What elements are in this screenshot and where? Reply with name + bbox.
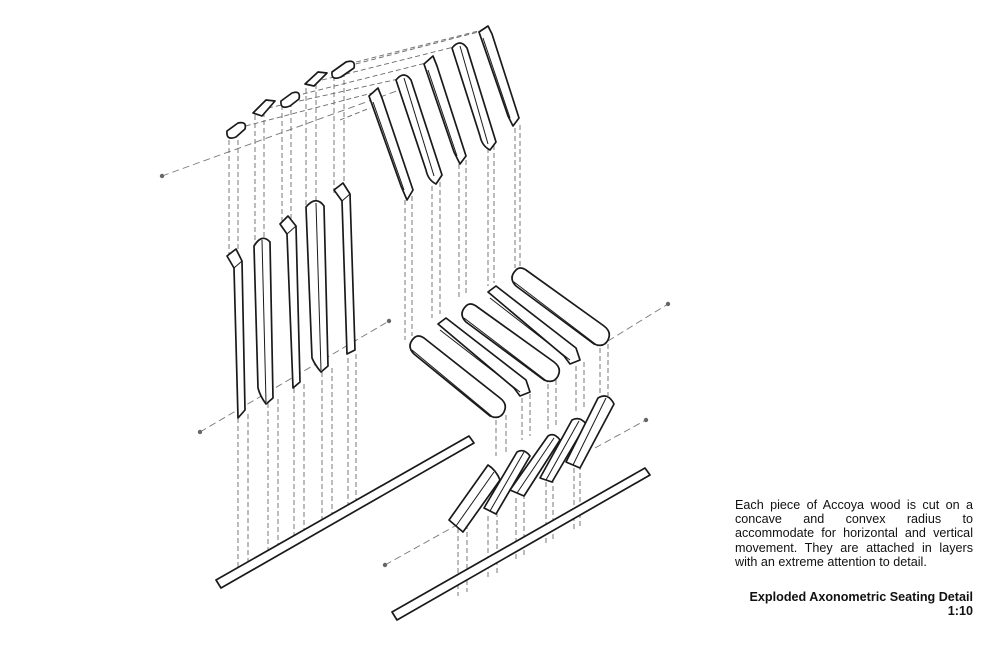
seat-slat [511,267,611,347]
axis-lines [159,87,671,568]
seat-slat [409,335,507,419]
caption-block: Each piece of Accoya wood is cut on a co… [735,498,973,618]
back-slats-left [226,182,356,419]
projection-lines-right [404,125,609,596]
backrest-slat [395,74,443,185]
connector-blocks [226,60,356,139]
connector-block [331,60,356,80]
drawing-title: Exploded Axonometric Seating Detail [749,590,973,605]
connector-block [304,71,328,87]
backrest-slat [478,25,520,127]
backrest-slat [451,42,497,151]
backrest-slat [423,55,467,165]
back-slat [253,237,274,405]
front-piece [483,449,531,515]
front-piece [565,395,615,469]
front-curved-pieces [448,395,615,533]
seat-slats [409,267,611,419]
back-slat [279,215,301,389]
connector-block [252,99,276,117]
projection-lines-left [228,27,491,570]
seat-slat [461,303,561,383]
base-rail-left [215,435,475,589]
seat-slat [437,317,531,397]
back-slat [333,182,356,355]
drawing-scale: 1:10 [947,604,973,619]
seat-slat [487,285,581,365]
base-rails [215,435,651,621]
backrest-slat [368,87,414,201]
connector-block [226,121,247,139]
back-slat [305,199,329,373]
backrest-slats [368,25,520,201]
connector-block [280,91,301,109]
back-slat [226,248,246,419]
caption-text: Each piece of Accoya wood is cut on a co… [735,498,973,569]
base-rail-right [391,467,651,621]
